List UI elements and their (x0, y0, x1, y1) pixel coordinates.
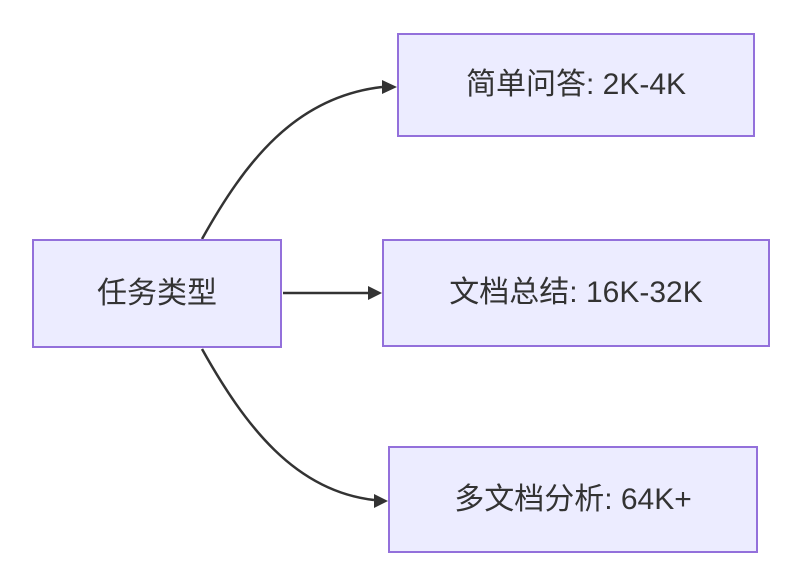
arrowhead-icon (382, 80, 397, 94)
node-doc-summary: 文档总结: 16K-32K (382, 239, 770, 347)
edge-root-to-simple-qa (200, 85, 383, 240)
arrowhead-icon (374, 494, 388, 508)
node-doc-summary-label: 文档总结: 16K-32K (449, 276, 703, 309)
node-simple-qa-label: 简单问答: 2K-4K (465, 68, 687, 101)
arrowhead-icon (368, 286, 382, 300)
node-task-type-label: 任务类型 (97, 276, 217, 310)
edge-root-to-multi-doc (200, 348, 375, 502)
node-multi-doc-analysis-label: 多文档分析: 64K+ (454, 482, 692, 516)
node-simple-qa: 简单问答: 2K-4K (397, 33, 755, 137)
node-task-type: 任务类型 (32, 239, 282, 348)
node-multi-doc-analysis: 多文档分析: 64K+ (388, 446, 758, 553)
